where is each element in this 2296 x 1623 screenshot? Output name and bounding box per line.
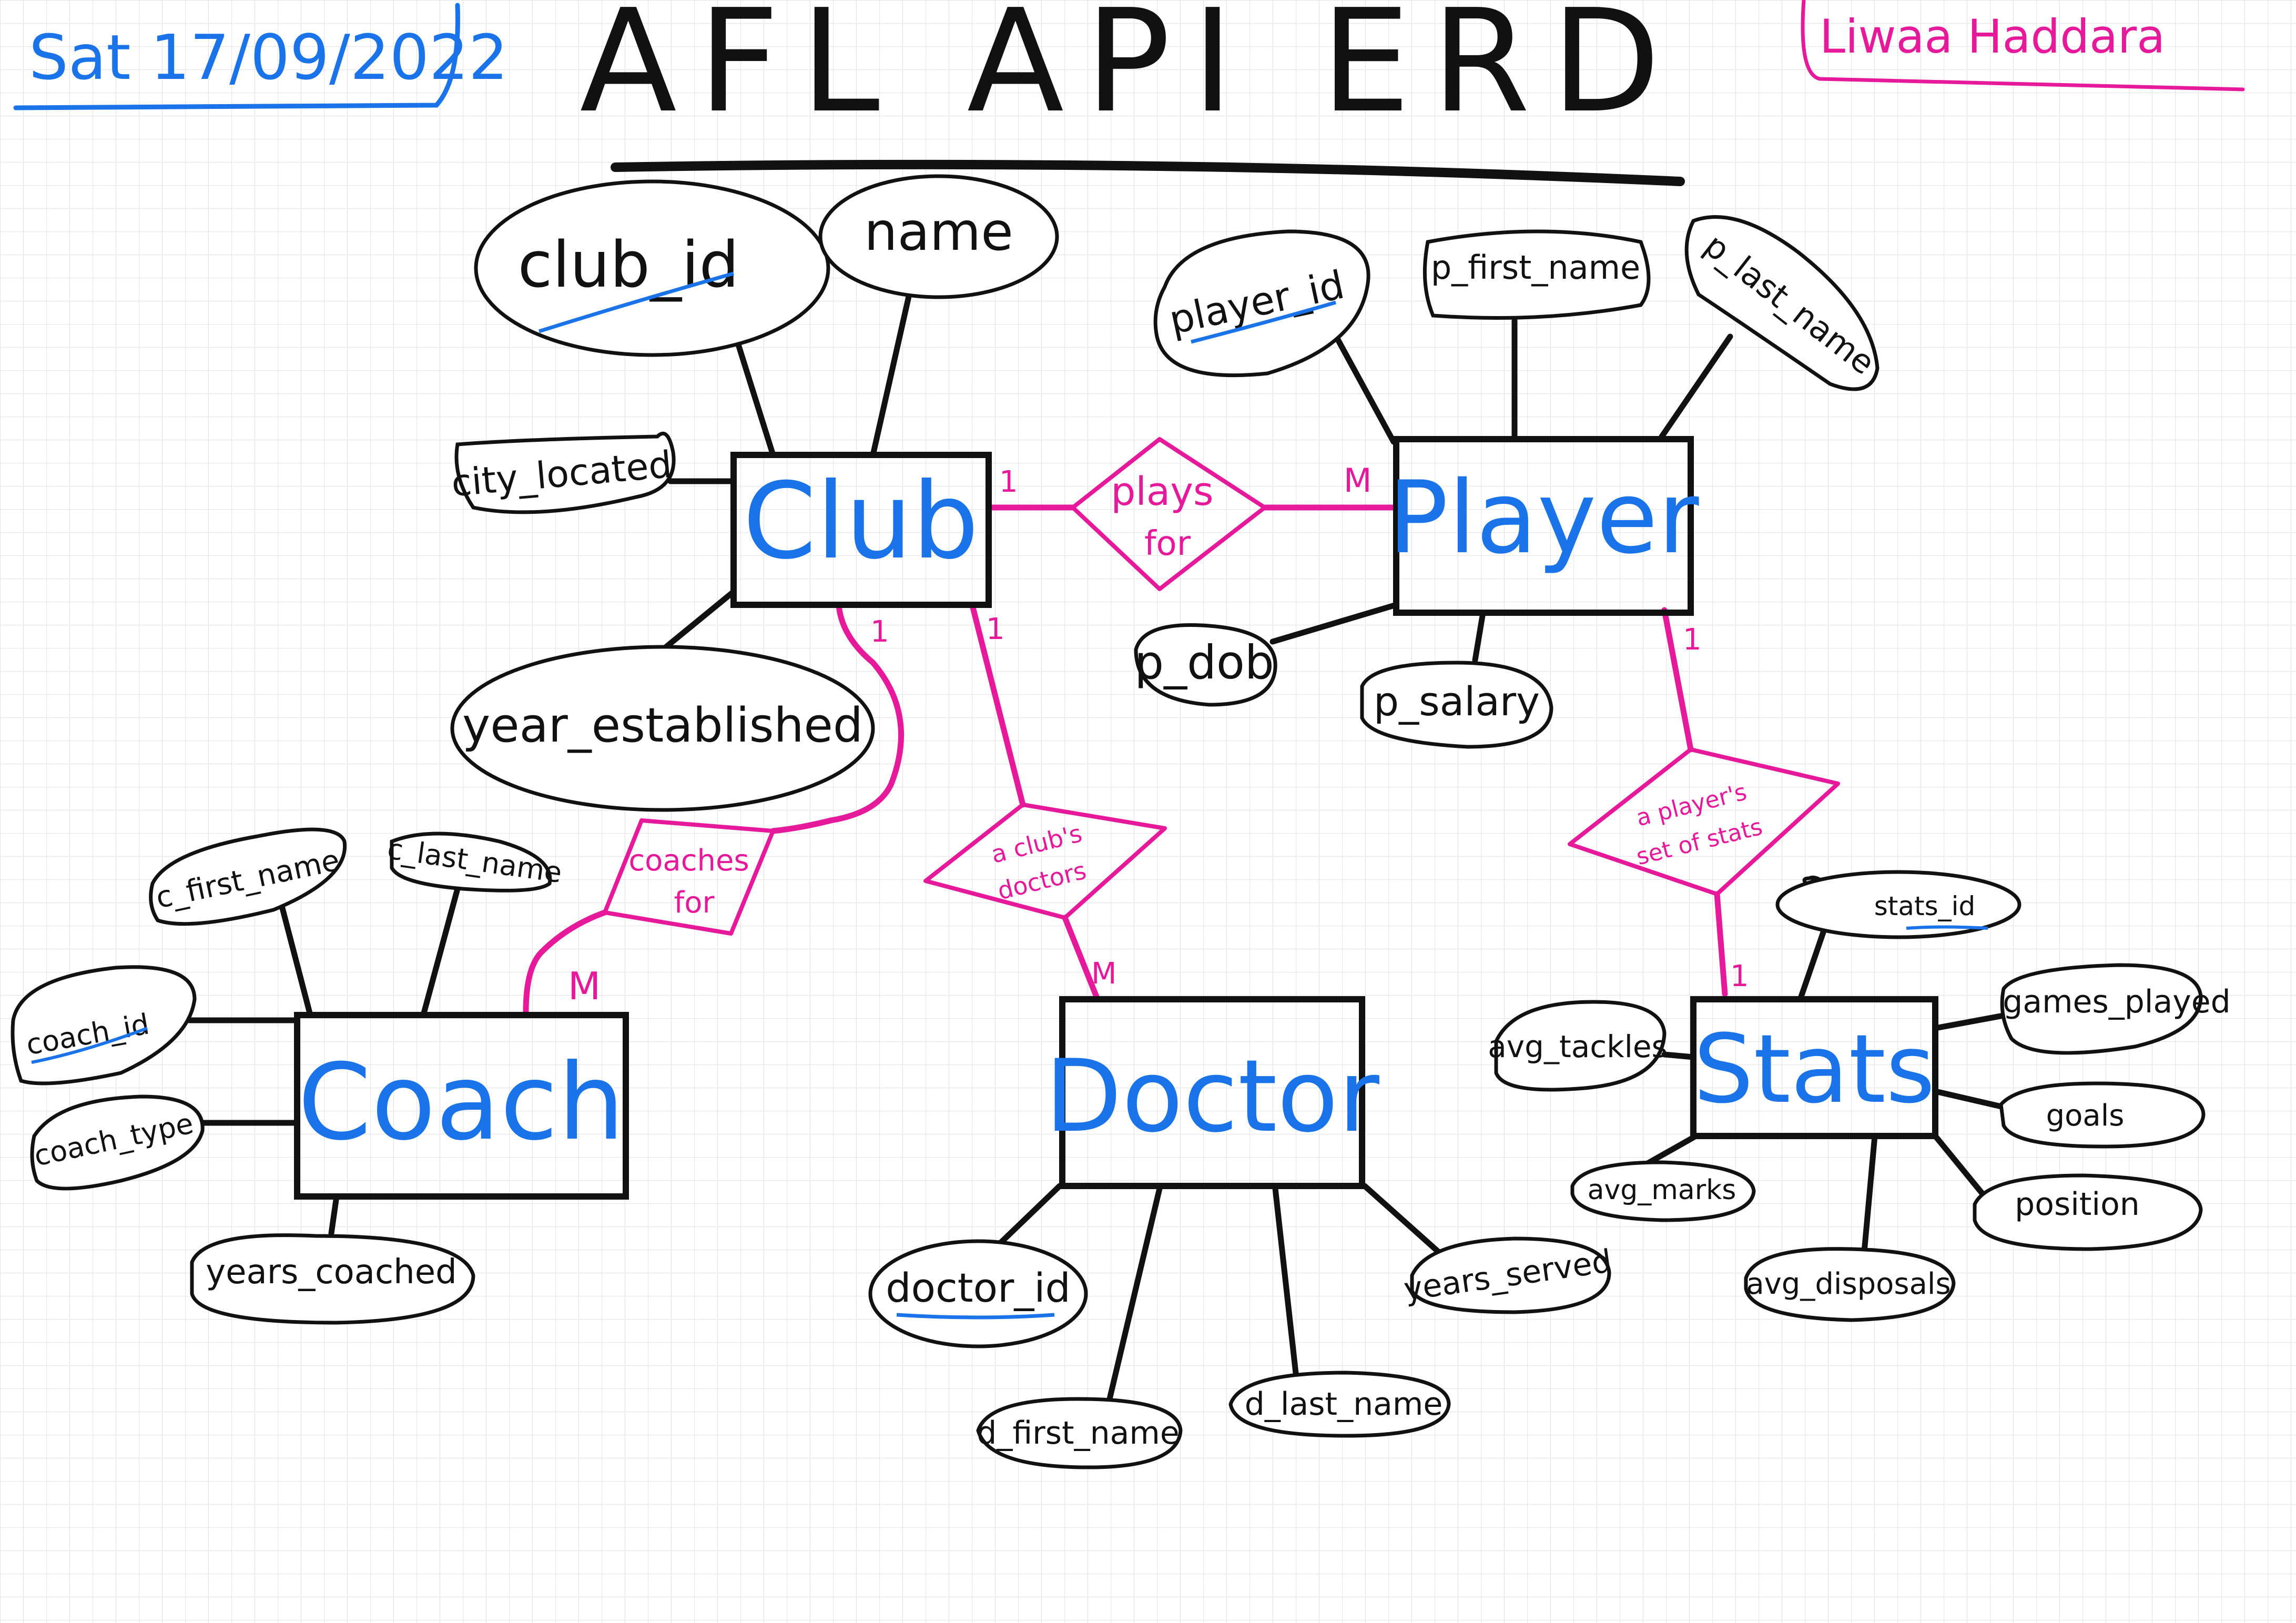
attr-club-id: club_id	[474, 179, 830, 357]
attr-player-id: player_id	[1153, 229, 1370, 378]
svg-text:d_last_name: d_last_name	[1245, 1386, 1442, 1423]
entity-stats: Stats	[1690, 996, 1938, 1139]
author-label: Liwaa Haddara	[1801, 0, 2245, 92]
attr-p-first-name: p_first_name	[1423, 229, 1651, 320]
attr-p-salary: p_salary	[1360, 661, 1553, 749]
attr-coach-id: coach_id	[11, 965, 197, 1086]
svg-text:avg_marks: avg_marks	[1588, 1174, 1736, 1206]
attr-goals: goals	[1999, 1081, 2206, 1149]
relationship-coaches-for: coaches for	[603, 818, 775, 936]
entity-player: Player	[1388, 436, 1700, 616]
attr-c-first-name: c_first_name	[149, 827, 347, 926]
svg-text:Coach: Coach	[298, 1041, 624, 1164]
attr-years-coached: years_coached	[190, 1233, 475, 1325]
attr-d-last-name: d_last_name	[1228, 1371, 1451, 1438]
svg-text:Stats: Stats	[1693, 1015, 1935, 1124]
card-stats-stats: 1	[1730, 959, 1749, 993]
svg-text:p_first_name: p_first_name	[1431, 248, 1640, 287]
card-coach-coaches: M	[568, 964, 601, 1008]
svg-text:name: name	[864, 201, 1013, 262]
svg-text:games_played: games_played	[2003, 983, 2231, 1020]
svg-text:coaches: coaches	[628, 844, 749, 878]
attr-p-dob: p_dob	[1134, 623, 1277, 707]
entity-doctor: Doctor	[1045, 996, 1380, 1189]
attr-games-played: games_played	[2000, 963, 2231, 1055]
relationship-club-doctors: a club's doctors	[923, 803, 1167, 920]
attr-avg-tackles: avg_tackles	[1488, 1000, 1668, 1092]
card-club-doctors: 1	[986, 612, 1005, 646]
attr-city-located: city_located	[450, 431, 676, 514]
attr-coach-type: coach_type	[30, 1094, 205, 1191]
page-title: AFL API ERD	[580, 0, 1681, 144]
svg-text:club_id: club_id	[517, 229, 739, 302]
svg-text:plays: plays	[1111, 469, 1213, 514]
svg-text:d_first_name: d_first_name	[977, 1415, 1180, 1452]
attr-position: position	[1973, 1173, 2203, 1251]
card-club-plays: 1	[999, 465, 1018, 499]
card-club-coaches: 1	[870, 615, 889, 649]
svg-text:Sat 17/09/2022: Sat 17/09/2022	[29, 21, 508, 94]
svg-text:for: for	[1144, 524, 1191, 563]
svg-text:Doctor: Doctor	[1045, 1038, 1380, 1154]
attr-avg-marks: avg_marks	[1570, 1160, 1756, 1222]
date-label: Sat 17/09/2022	[13, 3, 508, 110]
svg-text:p_dob: p_dob	[1134, 635, 1274, 689]
svg-text:doctor_id: doctor_id	[886, 1264, 1070, 1311]
relationship-plays-for: plays for	[1071, 437, 1267, 591]
svg-text:for: for	[674, 886, 715, 920]
svg-text:avg_tackles: avg_tackles	[1488, 1029, 1667, 1064]
svg-text:Liwaa Haddara: Liwaa Haddara	[1820, 9, 2165, 64]
card-doctor-doctors: M	[1091, 957, 1116, 991]
svg-text:Player: Player	[1388, 460, 1699, 576]
relationship-lines	[523, 504, 1728, 1016]
svg-text:p_salary: p_salary	[1374, 678, 1540, 725]
attr-doctor-id: doctor_id	[868, 1239, 1088, 1348]
entity-club: Club	[730, 452, 992, 608]
entity-coach: Coach	[294, 1012, 629, 1200]
title-underline	[611, 159, 1685, 186]
attr-club-name: name	[818, 174, 1059, 299]
attr-avg-disposals: avg_disposals	[1744, 1247, 1956, 1322]
cardinality-marks: 1 M 1 M 1 M 1 1	[568, 461, 1749, 1008]
svg-text:goals: goals	[2046, 1099, 2125, 1133]
attr-year-established: year_established	[450, 645, 875, 812]
card-player-plays: M	[1344, 461, 1372, 500]
svg-text:years_coached: years_coached	[206, 1253, 456, 1292]
svg-text:avg_disposals: avg_disposals	[1746, 1267, 1950, 1301]
attr-years-served: years_served	[1401, 1236, 1614, 1314]
card-player-stats: 1	[1683, 623, 1702, 657]
svg-text:stats_id: stats_id	[1874, 891, 1976, 921]
attr-d-first-name: d_first_name	[976, 1397, 1183, 1469]
svg-text:year_established: year_established	[462, 698, 863, 753]
svg-text:position: position	[2015, 1186, 2140, 1223]
attr-stats-id: stats_id	[1775, 870, 2021, 939]
svg-text:Club: Club	[743, 460, 979, 583]
